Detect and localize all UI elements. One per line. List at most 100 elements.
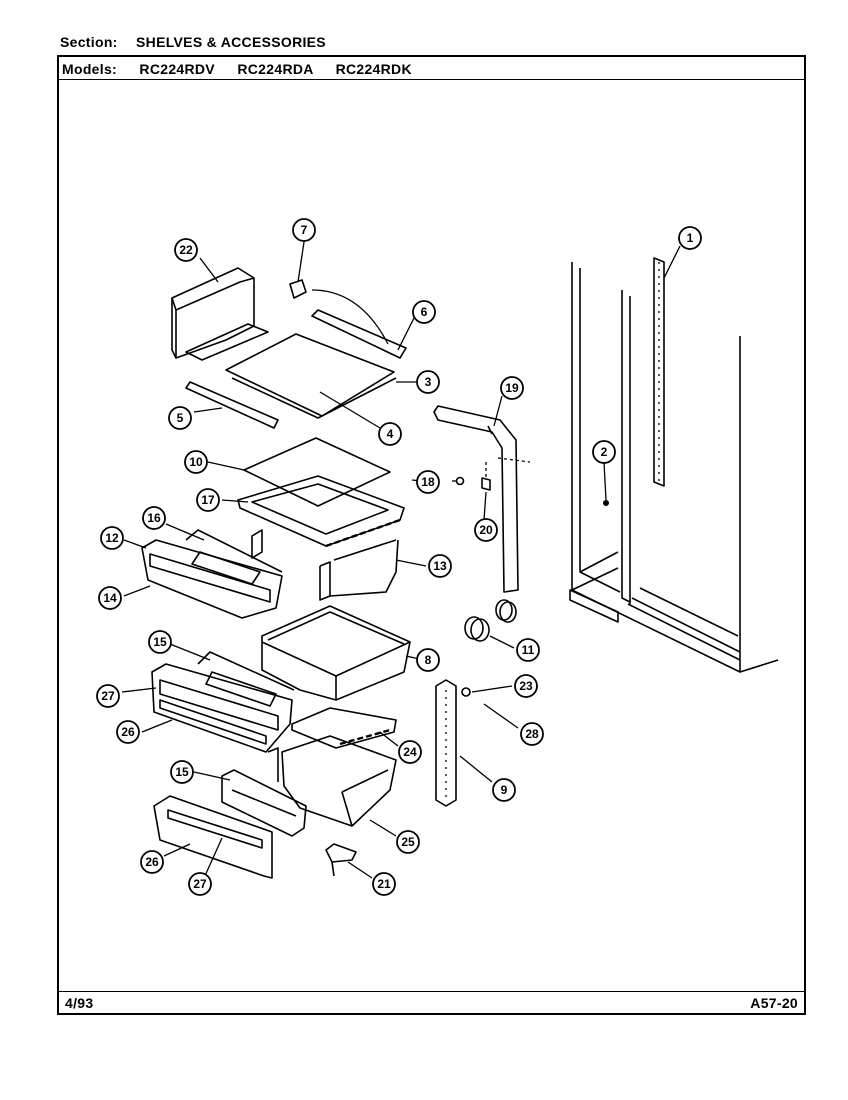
- callout-label: 9: [501, 783, 508, 797]
- part-18-clip: [455, 476, 465, 486]
- section-label: Section:: [60, 34, 118, 50]
- callout-label: 1: [687, 231, 694, 245]
- callout-5: 5: [168, 406, 192, 430]
- callout-label: 26: [145, 855, 159, 869]
- callout-label: 3: [425, 375, 432, 389]
- part-8-lower-pan: [261, 605, 411, 701]
- part-25-bottom-pan: [267, 735, 397, 827]
- leader-lines: [121, 241, 681, 879]
- callout-label: 12: [105, 531, 119, 545]
- callout-label: 21: [377, 877, 391, 891]
- callout-label: 15: [153, 635, 167, 649]
- callout-label: 20: [479, 523, 493, 537]
- part-24-cover-frame: [291, 707, 397, 749]
- footer-row: 4/93 A57-20: [59, 991, 804, 1013]
- callout-16: 16: [142, 506, 166, 530]
- models-line: Models: RC224RDV RC224RDA RC224RDK: [62, 61, 412, 77]
- callout-label: 4: [387, 427, 394, 441]
- models-row: Models: RC224RDV RC224RDA RC224RDK: [59, 57, 804, 80]
- part-22-shelf-bracket: [171, 267, 269, 361]
- callout-label: 28: [525, 727, 539, 741]
- footer-code: A57-20: [750, 995, 798, 1011]
- models-label: Models:: [62, 61, 117, 77]
- callout-17: 17: [196, 488, 220, 512]
- callout-label: 13: [433, 559, 447, 573]
- callout-24: 24: [398, 740, 422, 764]
- callout-20: 20: [474, 518, 498, 542]
- part-17-cover-frame: [237, 475, 405, 548]
- callout-26: 26: [116, 720, 140, 744]
- callout-label: 27: [101, 689, 115, 703]
- callout-label: 14: [103, 591, 117, 605]
- callout-label: 8: [425, 653, 432, 667]
- callout-label: 6: [421, 305, 428, 319]
- part-26-drawer-front: [153, 769, 307, 879]
- part-21-clip: [325, 843, 357, 877]
- footer-date: 4/93: [65, 995, 94, 1011]
- callout-label: 16: [147, 511, 161, 525]
- callout-label: 22: [179, 243, 193, 257]
- callout-label: 7: [301, 223, 308, 237]
- callout-label: 25: [401, 835, 415, 849]
- callout-22: 22: [174, 238, 198, 262]
- callout-26: 26: [140, 850, 164, 874]
- part-6-trim-strip: [311, 309, 407, 359]
- callout-label: 26: [121, 725, 135, 739]
- callout-label: 17: [201, 493, 215, 507]
- model-number: RC224RDV: [139, 61, 215, 77]
- callout-label: 23: [519, 679, 533, 693]
- section-value: SHELVES & ACCESSORIES: [136, 34, 326, 50]
- callout-15: 15: [170, 760, 194, 784]
- callout-3: 3: [416, 370, 440, 394]
- callout-19: 19: [500, 376, 524, 400]
- callout-label: 18: [421, 475, 435, 489]
- callout-8: 8: [416, 648, 440, 672]
- callout-label: 27: [193, 877, 207, 891]
- part-4-glass-shelf: [225, 333, 397, 419]
- callout-6: 6: [412, 300, 436, 324]
- part-2-screw: [603, 500, 609, 506]
- callout-11: 11: [516, 638, 540, 662]
- part-1-ladder-rail: [653, 257, 665, 487]
- part-5-support-bar: [185, 381, 279, 429]
- callout-label: 24: [403, 745, 417, 759]
- diagram-frame: Models: RC224RDV RC224RDA RC224RDK 4/93 …: [57, 55, 806, 1015]
- part-11-roller: [464, 599, 517, 642]
- callout-27: 27: [188, 872, 212, 896]
- callout-14: 14: [98, 586, 122, 610]
- part-23-washer: [461, 687, 471, 697]
- part-9-vertical-rail: [435, 679, 457, 807]
- callout-label: 10: [189, 455, 203, 469]
- callout-12: 12: [100, 526, 124, 550]
- callout-27: 27: [96, 684, 120, 708]
- part-19-arm: [433, 405, 519, 593]
- part-15-drawer-front: [151, 651, 295, 753]
- model-number: RC224RDA: [237, 61, 314, 77]
- callout-13: 13: [428, 554, 452, 578]
- callout-label: 2: [601, 445, 608, 459]
- part-20-screw: [481, 457, 531, 491]
- callout-23: 23: [514, 674, 538, 698]
- callout-25: 25: [396, 830, 420, 854]
- callout-label: 19: [505, 381, 519, 395]
- section-title: Section: SHELVES & ACCESSORIES: [60, 34, 326, 50]
- callout-21: 21: [372, 872, 396, 896]
- part-13-upper-pan: [251, 529, 399, 601]
- callout-1: 1: [678, 226, 702, 250]
- callout-4: 4: [378, 422, 402, 446]
- callout-18: 18: [416, 470, 440, 494]
- cabinet-liner: [569, 262, 779, 673]
- part-12-drawer-front: [141, 529, 283, 619]
- callout-9: 9: [492, 778, 516, 802]
- callout-28: 28: [520, 722, 544, 746]
- callout-label: 11: [522, 643, 535, 657]
- callout-10: 10: [184, 450, 208, 474]
- callout-label: 5: [177, 411, 184, 425]
- model-number: RC224RDK: [335, 61, 412, 77]
- part-10-glass-panel: [243, 437, 391, 507]
- callout-7: 7: [292, 218, 316, 242]
- callout-15: 15: [148, 630, 172, 654]
- callout-2: 2: [592, 440, 616, 464]
- callout-label: 15: [175, 765, 189, 779]
